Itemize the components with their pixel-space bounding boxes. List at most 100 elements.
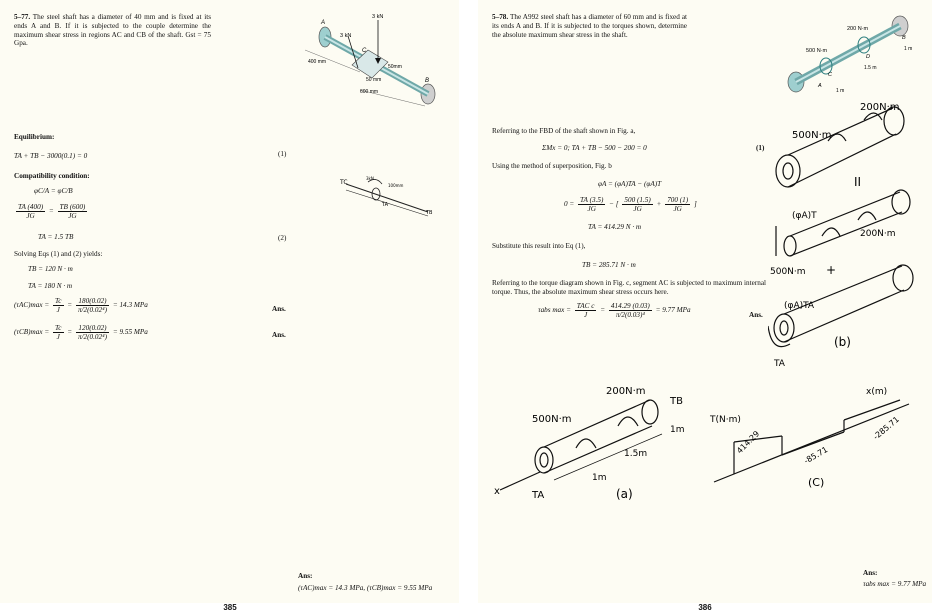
page-number-left: 385 <box>223 603 237 612</box>
fig-b-caption: (b) <box>834 335 851 349</box>
fig-b-phi-ta: (φA)TA <box>784 301 815 311</box>
substitute-text: Substitute this result into Eq (1), <box>492 242 586 250</box>
fig-b-200b: 200N·m <box>860 229 896 239</box>
tau-frac-2-den: π/2(0.03)⁴ <box>615 311 645 319</box>
fbd-sketch-577: TC 3kN 100mm TA TB <box>339 176 433 217</box>
frac-left-num: TA (400) <box>16 203 46 212</box>
tau-cb-frac: 120(0.02)π/2(0.02⁴) <box>75 324 110 341</box>
label-50mm-b: 50 mm <box>366 77 381 83</box>
fig-b-shaft-1 <box>775 106 905 188</box>
tau-ac-num: 180(0.02) <box>75 297 110 306</box>
torque-ring-c <box>819 57 833 75</box>
tc: Tc <box>52 324 64 333</box>
fig-b-500: 500N·m <box>792 130 832 141</box>
torque-diagram-text: Referring to the torque diagram shown in… <box>492 279 766 296</box>
equation-1-tag: (1) <box>278 150 287 158</box>
j: J <box>56 306 60 314</box>
tau-cb-num: 120(0.02) <box>75 324 110 333</box>
sketch-lever <box>367 179 383 185</box>
ta-result: TA = 180 N · m <box>28 282 73 290</box>
equals: = <box>600 306 606 315</box>
label-1m-b: 1 m <box>836 88 844 94</box>
fig-a-x: x <box>494 486 500 497</box>
ans-label: Ans. <box>749 311 763 319</box>
ans-label-1: Ans. <box>272 305 286 313</box>
figure-b: 200N·m 500N·m II (φA)T 200N·m 500N·m + (… <box>768 102 914 369</box>
sketch-ta: TA <box>381 202 389 208</box>
fig-b-plus: + <box>826 263 836 277</box>
equation-1-tag: (1) <box>756 144 765 152</box>
frac-2-den: JG <box>633 205 642 213</box>
dim-line-600 <box>359 89 426 107</box>
final-ans-label: Ans: <box>863 569 878 577</box>
equation-2-tag: (2) <box>278 234 287 242</box>
label-200nm: 200 N·m <box>847 26 869 32</box>
frac-left: TA (400)JG <box>16 203 46 220</box>
frac-1-num: TA (3.5) <box>578 196 606 205</box>
tau-cb-den: π/2(0.02⁴) <box>77 333 108 341</box>
label-b: B <box>425 78 429 84</box>
label-1m-a: 1 m <box>904 46 912 52</box>
tau-cb-lhs: (τCB)max = <box>14 328 51 337</box>
sketch-load: 3kN <box>366 176 374 181</box>
label-a: A <box>320 20 325 26</box>
compatibility-heading: Compatibility condition: <box>14 172 90 180</box>
sketch-dim: 100mm <box>388 183 404 188</box>
fbd-text: Referring to the FBD of the shaft shown … <box>492 127 636 135</box>
fig-a-1m-b: 1m <box>592 473 607 483</box>
problem-statement-577: 5–77. The steel shaft has a diameter of … <box>14 13 211 48</box>
j: J <box>56 333 60 341</box>
force-arrow-side <box>347 35 359 69</box>
fig-a-500: 500N·m <box>532 414 572 425</box>
ans-label-2: Ans. <box>272 331 286 339</box>
fig-b-phi-t: (φA)T <box>792 211 817 221</box>
fig-a-1-5m: 1.5m <box>624 449 647 459</box>
tb-result: TB = 285.71 N · m <box>582 261 636 269</box>
tau-frac-1-den: J <box>584 311 588 319</box>
fig-b-shaft-2 <box>775 189 911 257</box>
close-bracket: ] <box>693 200 697 209</box>
label-b: B <box>902 35 906 41</box>
fig-b-200: 200N·m <box>860 102 900 113</box>
tb-result: TB = 120 N · m <box>28 265 73 273</box>
label-force-side: 3 kN <box>340 33 351 39</box>
fig-a-200: 200N·m <box>606 386 646 397</box>
tau-cb-result: = 9.55 MPa <box>112 328 148 337</box>
fig-a-tb: TB <box>669 396 683 407</box>
sketch-tb: TB <box>425 210 433 216</box>
phi-equation: φA = (φA)TA − (φA)T <box>598 180 662 188</box>
fig-b-ta: TA <box>773 359 786 369</box>
problem-number: 5–78. <box>492 13 509 21</box>
tau-ac-den: π/2(0.02⁴) <box>77 306 108 314</box>
sketch-tc: TC <box>339 179 348 186</box>
tau-frac-1-num: TAC c <box>574 302 597 311</box>
figure-c: T(N·m) x(m) 414.29 -85.71 -285.71 (C) <box>709 387 910 489</box>
label-500nm: 500 N·m <box>806 48 828 54</box>
torque-ring-d <box>857 36 871 54</box>
tau-lhs: τabs max = <box>538 306 571 315</box>
frac-3: 700 (1)JG <box>665 196 691 213</box>
fig-b-equals: II <box>854 175 861 189</box>
label-600mm: 600 mm <box>360 89 378 95</box>
frac-right: TB (600)JG <box>57 203 88 220</box>
equilibrium-heading: Equilibrium: <box>14 133 55 141</box>
tc: Tc <box>52 297 64 306</box>
label-1-5m: 1.5 m <box>864 65 877 71</box>
equation-1: TA + TB − 3000(0.1) = 0 <box>14 152 88 160</box>
tau-result: = 9.77 MPa <box>655 306 691 315</box>
solving-text: Solving Eqs (1) and (2) yields: <box>14 250 103 258</box>
superposition-text: Using the method of superposition, Fig. … <box>492 162 612 170</box>
label-c: C <box>828 72 832 78</box>
tau-frac-2-num: 414.29 (0.03) <box>608 302 652 311</box>
lever-arm <box>351 49 389 79</box>
compatibility-equation: φC/A = φC/B <box>34 187 73 195</box>
sketch-shaft-edge <box>345 189 429 217</box>
frac-2-num: 500 (1.5) <box>622 196 653 205</box>
frac-left-den: JG <box>26 212 35 220</box>
equals: = <box>67 328 73 337</box>
equation-2: TA = 1.5 TB <box>38 233 74 241</box>
